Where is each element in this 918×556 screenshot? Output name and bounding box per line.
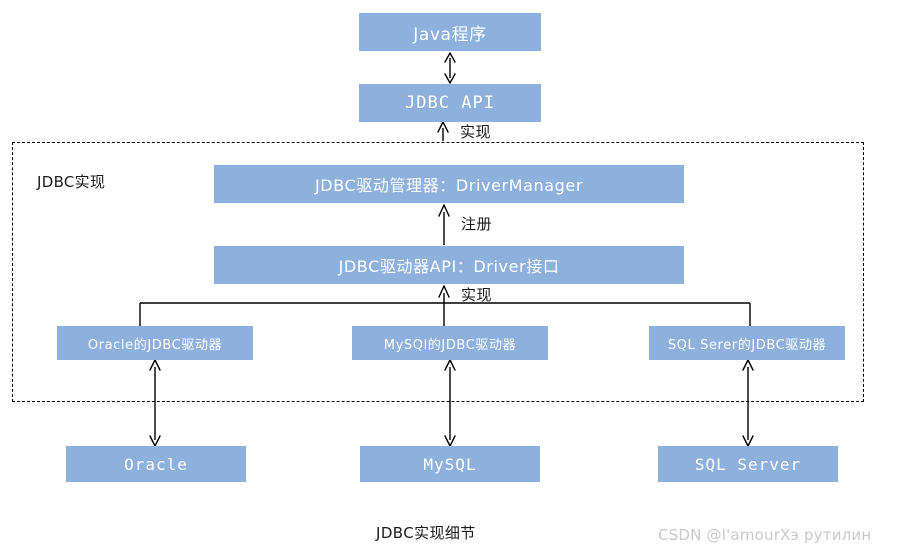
node-driver-manager[interactable]: JDBC驱动管理器：DriverManager <box>214 165 684 203</box>
edge-java-to-jdbcapi <box>444 52 456 84</box>
node-jdbc-api[interactable]: JDBC API <box>359 84 541 122</box>
group-label-jdbc-implementation: JDBC实现 <box>37 173 106 191</box>
edge-implements-jdbcapi <box>437 121 449 141</box>
edge-label-register: 注册 <box>461 215 493 233</box>
node-mysql-driver[interactable]: MySQl的JDBC驱动器 <box>352 326 548 360</box>
node-sqlserver-database[interactable]: SQL Server <box>658 446 838 482</box>
node-oracle-database[interactable]: Oracle <box>66 446 246 482</box>
edge-label-api-implements: 实现 <box>460 123 492 141</box>
csdn-watermark: CSDN @l'amourXэ рутилин <box>658 526 872 544</box>
node-driver-api[interactable]: JDBC驱动器API：Driver接口 <box>214 246 684 284</box>
node-mysql-database[interactable]: MySQL <box>360 446 540 482</box>
diagram-caption: JDBC实现细节 <box>376 524 476 542</box>
jdbc-implementation-group <box>12 142 864 402</box>
node-sqlserver-driver[interactable]: SQL Serer的JDBC驱动器 <box>649 326 845 360</box>
node-oracle-driver[interactable]: Oracle的JDBC驱动器 <box>57 326 253 360</box>
node-java-program[interactable]: Java程序 <box>359 13 541 51</box>
edge-label-driver-implements: 实现 <box>461 286 493 304</box>
